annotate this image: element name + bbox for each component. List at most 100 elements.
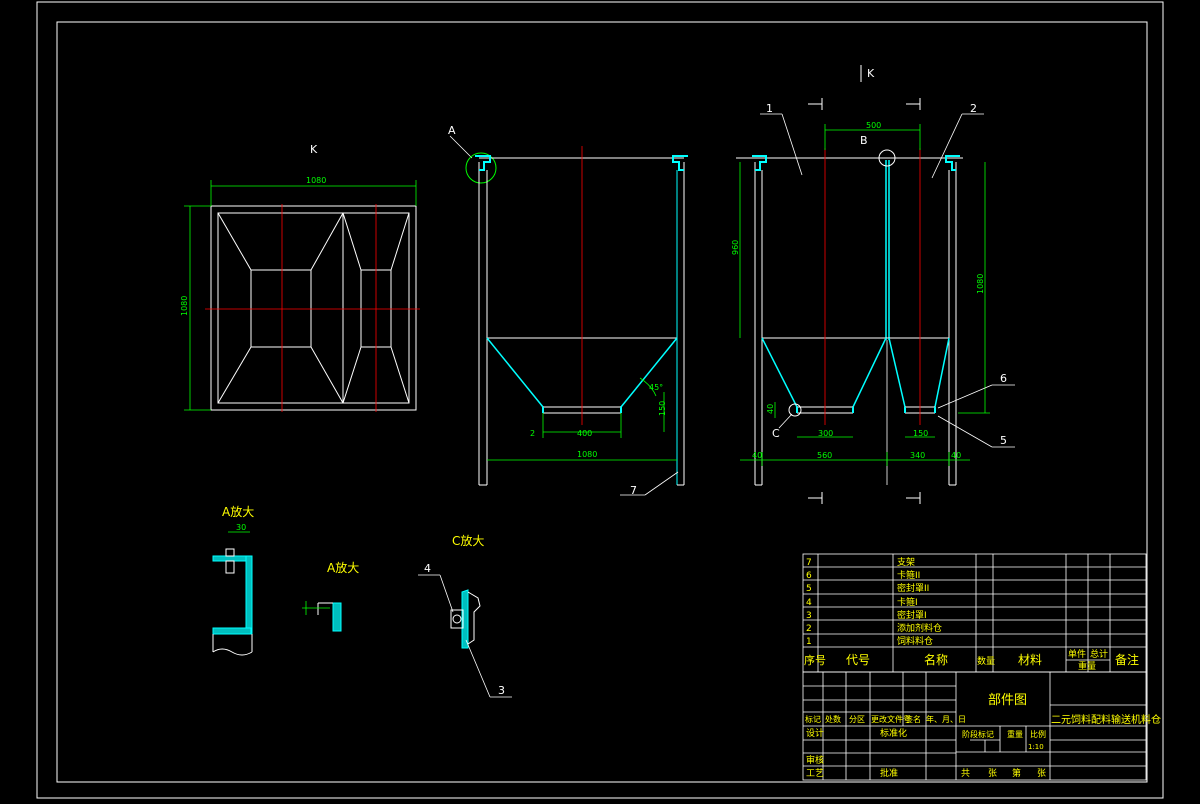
side-right-hopper-wall-r — [934, 337, 950, 408]
view-arrow-k: K — [867, 67, 875, 80]
row-process: 工艺 — [806, 768, 824, 779]
side-left-out-dim: 300 — [818, 429, 833, 438]
top-outer-rect — [210, 205, 417, 411]
side-edge-left-dim: 40 — [752, 451, 762, 460]
drawing-type: 部件图 — [988, 693, 1027, 708]
front-width-dim: 1080 — [577, 450, 597, 459]
front-angle-dim: 45° — [649, 383, 663, 392]
part-5-name: 密封罩II — [897, 582, 929, 594]
header-qty: 数量 — [977, 655, 995, 667]
callout-6: 6 — [1000, 372, 1007, 385]
front-hopper-right-wall — [620, 337, 678, 408]
part-4-name: 卡箍I — [897, 596, 918, 608]
detail-c-circle — [788, 403, 802, 417]
part-4-no: 4 — [806, 598, 812, 608]
callout-1: 1 — [766, 102, 773, 115]
sheet-no: 第 — [1012, 767, 1021, 779]
row-review: 审核 — [806, 754, 824, 766]
header-weight: 重量 — [1078, 660, 1096, 672]
detail-a-circle — [465, 152, 497, 184]
part-1-name: 饲料料仓 — [897, 635, 933, 647]
side-edge-right-dim: 40 — [951, 451, 961, 460]
header-name: 名称 — [924, 652, 948, 667]
part-6-name: 卡箍II — [897, 569, 920, 581]
detail-c-plate — [461, 589, 469, 649]
row-std: 标准化 — [880, 727, 907, 739]
title-block — [802, 553, 1147, 781]
detail-a2-section — [332, 602, 342, 632]
detail-a-w-dim: 30 — [236, 523, 246, 532]
detail-b-circle — [878, 149, 896, 167]
part-6-no: 6 — [806, 571, 812, 581]
front-view: A 1080 400 2 150 45° — [448, 124, 688, 497]
front-outlet-h-dim: 150 — [658, 401, 667, 416]
stage-mark: 阶段标记 — [962, 729, 994, 739]
detail-c-title: C放大 — [452, 533, 484, 548]
callout-4: 4 — [424, 562, 431, 575]
detail-a1-title: A放大 — [222, 504, 254, 519]
header-code: 代号 — [846, 653, 870, 667]
side-left-hopper-wall-r — [852, 337, 887, 408]
rev-mark: 标记 — [805, 714, 821, 724]
top-width-dim: 1080 — [306, 176, 326, 185]
header-no: 序号 — [804, 653, 826, 667]
part-2-name: 添加剂料仓 — [897, 622, 942, 634]
rev-count: 处数 — [825, 714, 841, 724]
sheet-total: 共 — [961, 768, 970, 779]
side-center-dim: 500 — [866, 121, 881, 130]
side-c-dim: 40 — [766, 404, 775, 414]
weight-label: 重量 — [1007, 729, 1023, 739]
marker-a: A — [448, 124, 456, 137]
side-total-h-dim: 1080 — [976, 274, 985, 294]
side-view: K B C — [731, 65, 1015, 504]
scale-label: 比例 — [1030, 729, 1046, 739]
top-inner-rect — [217, 212, 410, 404]
front-outlet-dim: 400 — [577, 429, 592, 438]
side-left-bot-dim: 560 — [817, 451, 832, 460]
top-height-dim: 1080 — [180, 296, 189, 316]
detail-a2-title: A放大 — [327, 560, 359, 575]
part-2-no: 2 — [806, 624, 812, 634]
header-single: 单件 — [1068, 648, 1086, 660]
title-block-text: 7 支架 6 卡箍II 5 密封罩II 4 卡箍I 3 密封罩I 2 添加剂料仓… — [804, 556, 1161, 779]
top-left-outlet — [250, 269, 312, 348]
rev-doc: 更改文件号 — [871, 714, 911, 724]
marker-c: C — [772, 427, 780, 440]
header-remark: 备注 — [1115, 652, 1139, 667]
row-design: 设计 — [806, 727, 824, 739]
rev-sign: 签名 — [905, 714, 921, 724]
part-7-name: 支架 — [897, 556, 915, 568]
scale-value: 1:10 — [1028, 743, 1044, 751]
detail-a1-flange — [212, 555, 252, 562]
front-right-flange — [672, 155, 688, 171]
detail-a1-web — [245, 555, 253, 635]
outer-frame — [36, 1, 1164, 799]
top-view-title: K — [310, 143, 318, 156]
part-3-name: 密封罩I — [897, 609, 927, 621]
side-right-out-dim: 150 — [913, 429, 928, 438]
header-total: 总计 — [1090, 648, 1108, 660]
callout-2: 2 — [970, 102, 977, 115]
side-left-hopper-wall-l — [761, 337, 798, 408]
detail-a1: A放大 30 — [212, 504, 254, 656]
side-right-bot-dim: 340 — [910, 451, 925, 460]
detail-c: C放大 4 3 — [418, 533, 512, 698]
detail-c-clamp — [450, 609, 464, 629]
rev-zone: 分区 — [849, 715, 865, 724]
detail-a2: A放大 — [302, 560, 359, 632]
part-1-no: 1 — [806, 637, 812, 647]
callout-5: 5 — [1000, 434, 1007, 447]
front-small-dim: 2 — [530, 429, 535, 438]
product-name: 二元饲料配料输送机料仓 — [1051, 713, 1161, 726]
marker-b: B — [860, 134, 868, 147]
side-upper-h-dim: 960 — [731, 240, 740, 255]
part-5-no: 5 — [806, 584, 812, 594]
front-hopper-left-wall — [486, 337, 544, 408]
row-approve: 批准 — [880, 767, 898, 779]
side-right-hopper-wall-l — [888, 337, 906, 408]
callout-7: 7 — [630, 484, 637, 497]
part-7-no: 7 — [806, 558, 812, 568]
callout-3: 3 — [498, 684, 505, 697]
